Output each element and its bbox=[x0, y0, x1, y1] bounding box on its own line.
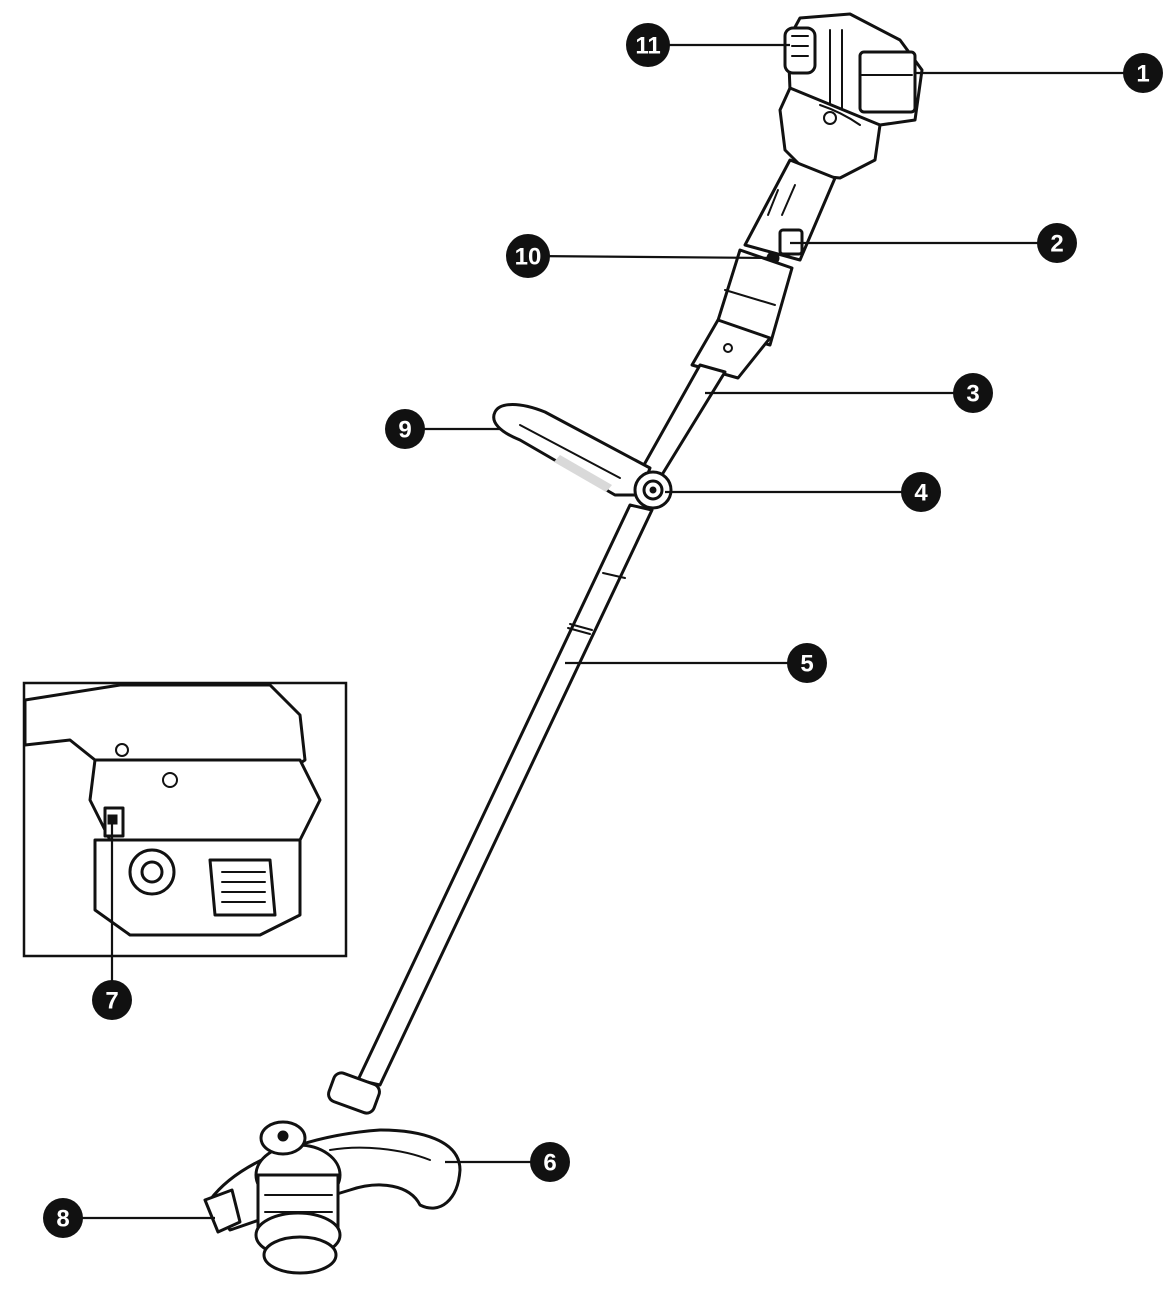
svg-text:7: 7 bbox=[105, 988, 118, 1015]
auxiliary-handle bbox=[492, 403, 652, 497]
callout-7: 7 bbox=[92, 980, 132, 1020]
callout-3: 3 bbox=[953, 373, 993, 413]
callout-10: 10 bbox=[506, 234, 550, 278]
rear-handle bbox=[743, 158, 837, 262]
callout-1: 1 bbox=[1123, 53, 1163, 93]
shaft-coupler bbox=[327, 1071, 381, 1115]
svg-text:6: 6 bbox=[543, 1150, 556, 1177]
svg-text:3: 3 bbox=[966, 381, 979, 408]
trimmer-head bbox=[254, 1120, 342, 1275]
svg-text:8: 8 bbox=[56, 1206, 69, 1233]
svg-text:9: 9 bbox=[398, 417, 411, 444]
leader-lines bbox=[65, 43, 1135, 1220]
callout-4: 4 bbox=[901, 472, 941, 512]
handle-adjustment-knob bbox=[633, 470, 673, 510]
svg-text:1: 1 bbox=[1136, 61, 1149, 88]
svg-text:2: 2 bbox=[1050, 231, 1063, 258]
battery-release-latch bbox=[783, 26, 817, 75]
battery-pack bbox=[786, 12, 924, 127]
callout-8: 8 bbox=[43, 1198, 83, 1238]
callout-6: 6 bbox=[530, 1142, 570, 1182]
svg-text:5: 5 bbox=[800, 651, 813, 678]
callout-2: 2 bbox=[1037, 223, 1077, 263]
callout-5: 5 bbox=[787, 643, 827, 683]
svg-text:11: 11 bbox=[635, 33, 660, 60]
line-cutter-blade bbox=[203, 1188, 242, 1234]
svg-text:4: 4 bbox=[914, 480, 928, 507]
lower-shaft bbox=[356, 503, 654, 1087]
callout-11: 11 bbox=[626, 23, 670, 67]
callout-9: 9 bbox=[385, 409, 425, 449]
upper-shaft bbox=[638, 363, 727, 480]
inset-detail-box bbox=[22, 681, 348, 958]
upper-shaft-collar bbox=[690, 248, 794, 380]
svg-text:10: 10 bbox=[515, 244, 542, 271]
leader-line-10 bbox=[529, 254, 774, 260]
